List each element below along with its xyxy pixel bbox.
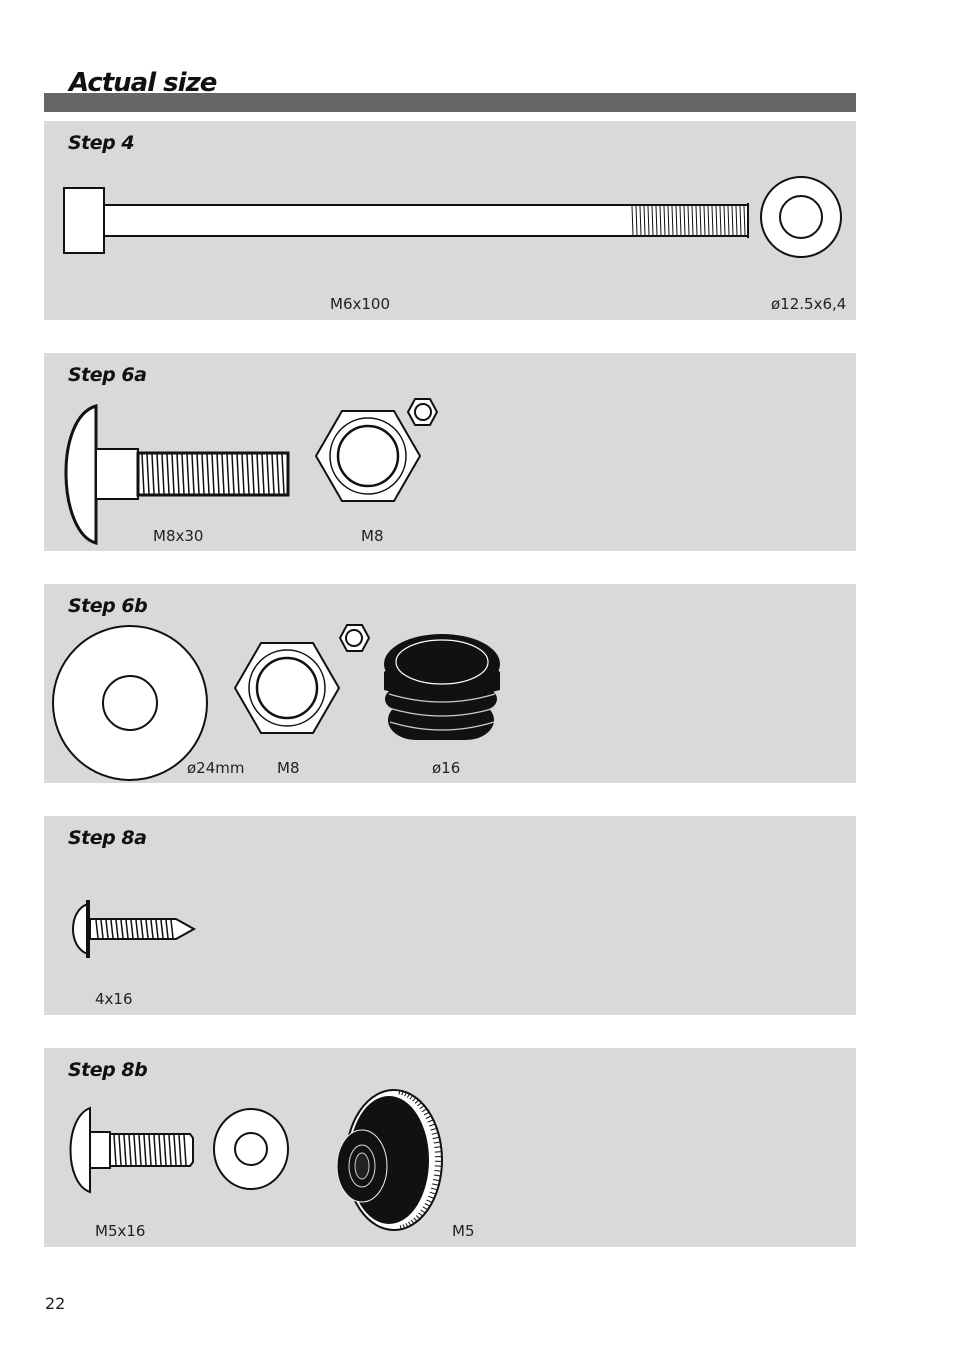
step-8b-panel: Step 8b M5x16 M5 (44, 1048, 856, 1247)
page-number: 22 (45, 1294, 66, 1313)
bolt-icon (69, 1106, 194, 1194)
part-label: 4x16 (95, 990, 133, 1008)
screw-icon (72, 900, 197, 958)
page-title: Actual size (69, 68, 217, 98)
step-title: Step 4 (68, 132, 135, 154)
hex-nut-icon (314, 410, 422, 502)
part-label: M6x100 (330, 295, 390, 313)
step-8a-panel: Step 8a 4x16 (44, 816, 856, 1015)
part-label: M8 (277, 759, 300, 777)
step-6a-panel: Step 6a M8x30 M8 (44, 353, 856, 551)
step-8a-drawing (72, 900, 197, 958)
step-6b-drawing (52, 624, 500, 781)
washer-icon (760, 176, 842, 258)
step-title: Step 6a (68, 364, 147, 386)
part-label: ø12.5x6,4 (771, 295, 847, 313)
step-6a-drawing (64, 398, 439, 545)
step-title: Step 8a (68, 827, 147, 849)
washer-icon (213, 1108, 289, 1190)
part-label: ø24mm (187, 759, 245, 777)
step-8b-drawing (69, 1089, 443, 1231)
part-label: ø16 (432, 759, 461, 777)
lock-nut-icon (338, 624, 371, 652)
large-washer-icon (52, 625, 208, 781)
part-label: M5x16 (95, 1222, 146, 1240)
carriage-bolt-icon (64, 404, 290, 545)
plug-cap-icon (384, 634, 500, 740)
part-label: M8x30 (153, 527, 204, 545)
step-4-panel: Step 4 M6x100 ø12.5x6,4 (44, 121, 856, 320)
step-6b-panel: Step 6b ø24mm M8 ø16 (44, 584, 856, 783)
lock-nut-icon (406, 398, 439, 426)
knurled-nut-icon (336, 1089, 443, 1231)
step-title: Step 6b (68, 595, 148, 617)
long-bolt-icon (63, 187, 749, 254)
step-4-drawing (63, 176, 842, 258)
title-bar (44, 93, 856, 112)
step-title: Step 8b (68, 1059, 148, 1081)
part-label: M5 (452, 1222, 475, 1240)
part-label: M8 (361, 527, 384, 545)
hex-nut-icon (233, 642, 341, 734)
